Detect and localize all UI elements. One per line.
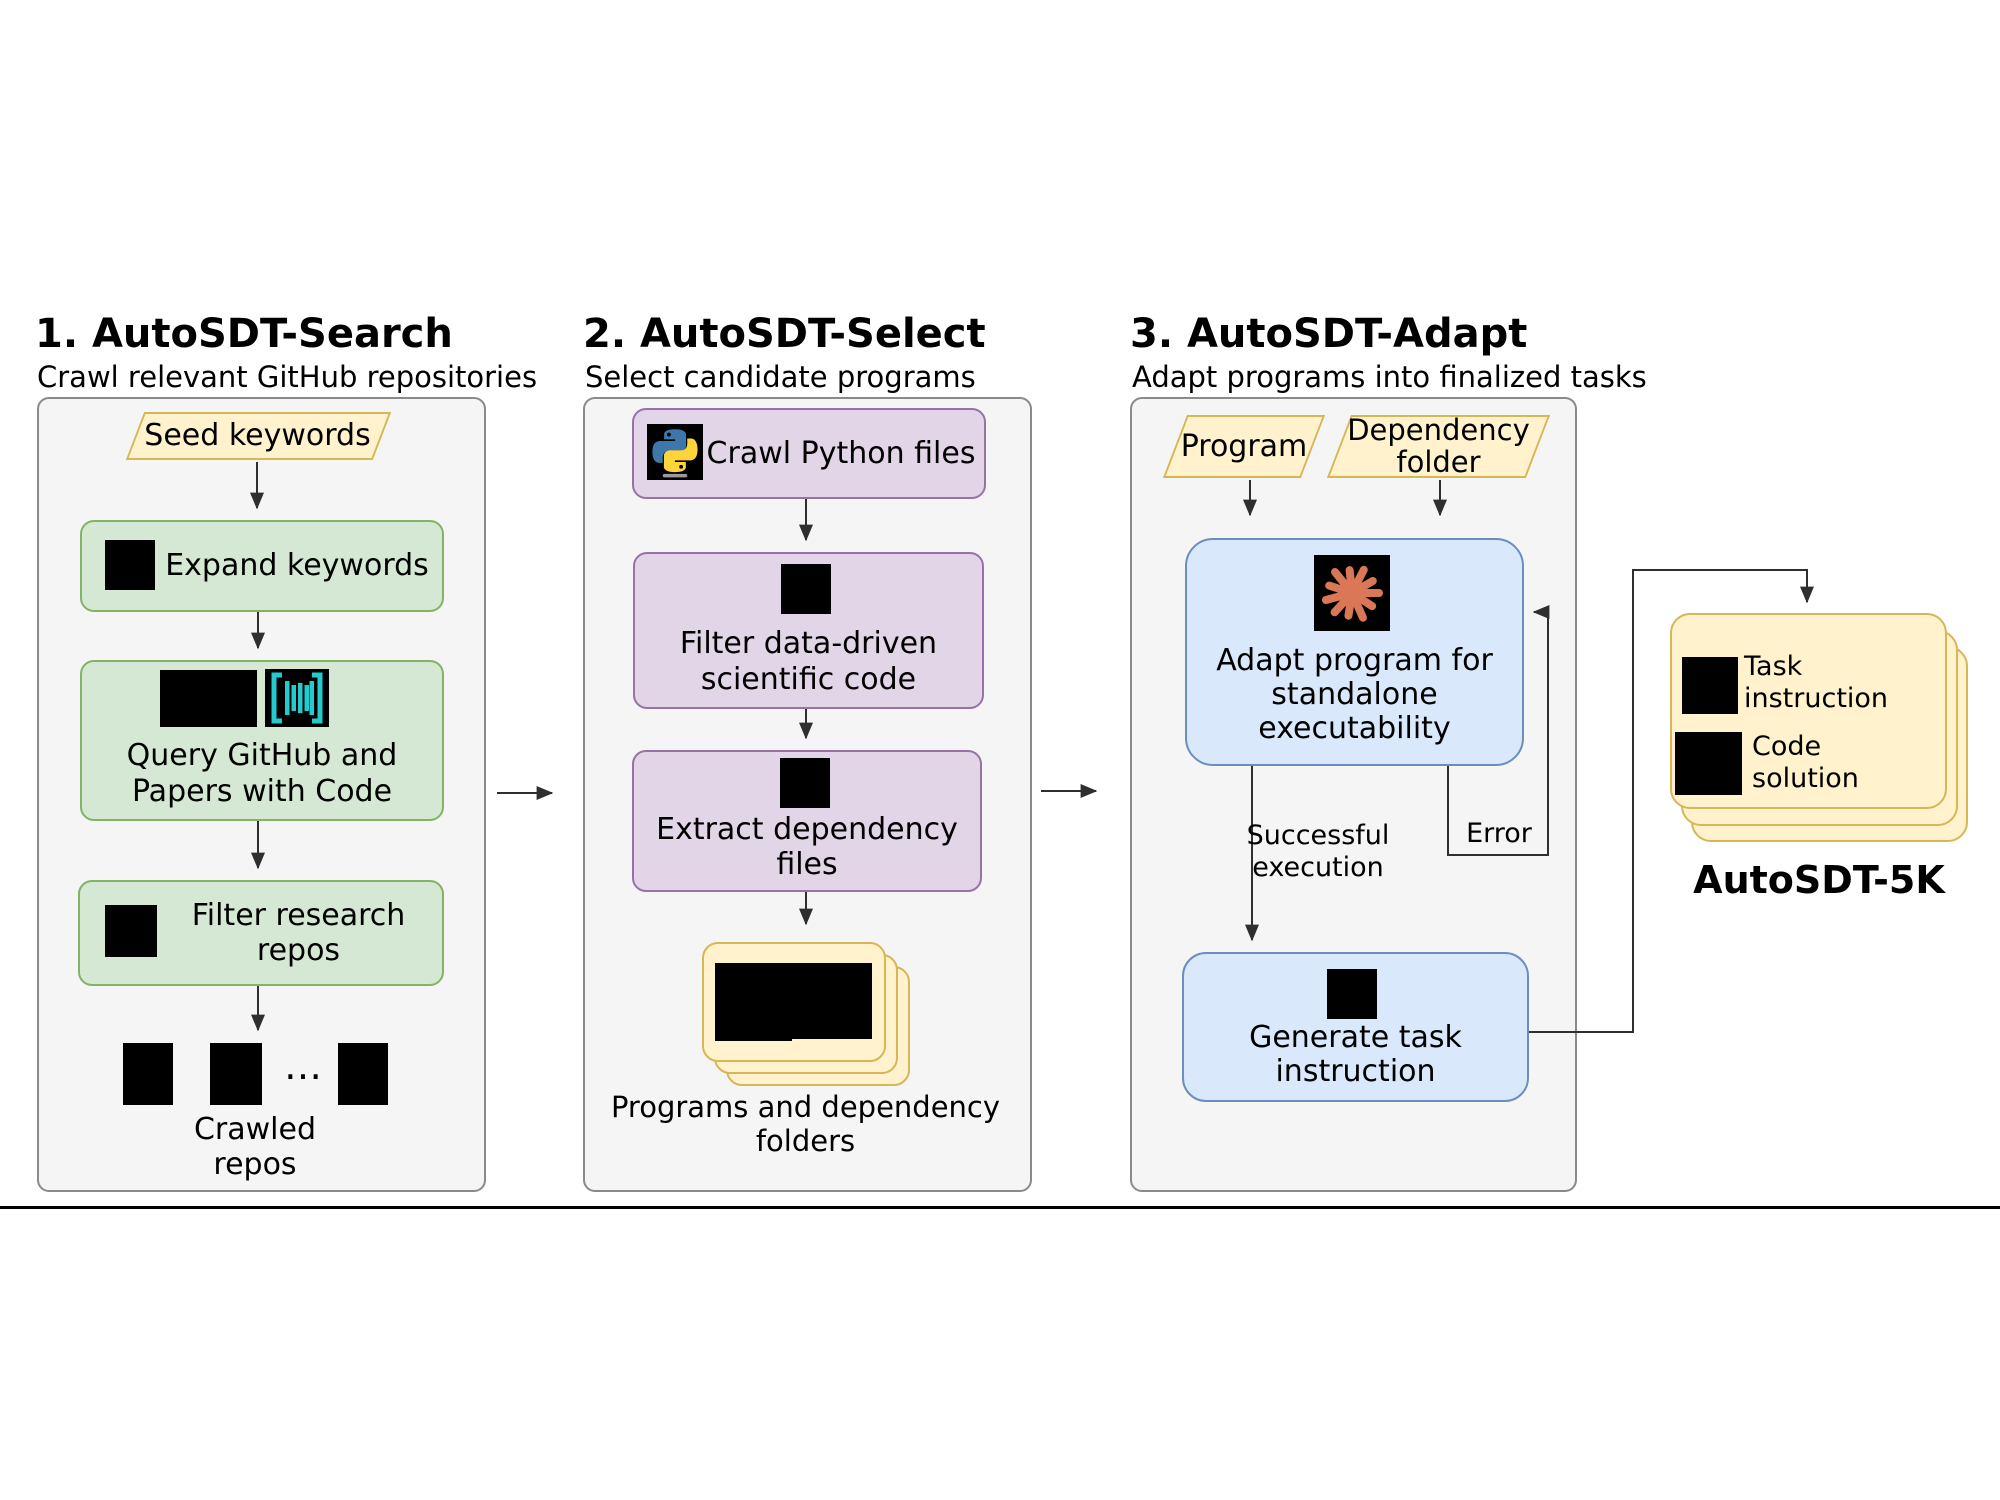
panel3-subtitle: Adapt programs into finalized tasks <box>1132 360 1647 394</box>
repo-icon <box>210 1043 262 1105</box>
generate-task-instruction-node: Generate task instruction <box>1182 952 1529 1102</box>
extract-dependency-files-label: Extract dependency files <box>656 811 958 882</box>
seed-keywords-node: Seed keywords <box>125 412 392 460</box>
repo-icon <box>123 1043 173 1105</box>
program-icon-redacted <box>715 963 792 1041</box>
ellipsis-dots: … <box>284 1043 322 1088</box>
crawl-python-files-label: Crawl Python files <box>706 435 976 471</box>
filter-research-repos-node: Filter research repos <box>78 880 444 986</box>
panel2-title: 2. AutoSDT-Select <box>583 311 986 357</box>
successful-execution-label: Successful execution <box>1246 820 1390 883</box>
autosdt5k-stack: Task instruction Code solution <box>1670 613 1970 843</box>
programs-dependency-label: Programs and dependency folders <box>610 1089 1001 1158</box>
llm-logo-redacted-icon <box>105 905 157 957</box>
generate-task-instruction-label: Generate task instruction <box>1249 1019 1462 1089</box>
expand-keywords-node: Expand keywords <box>80 520 444 612</box>
file-icon-redacted <box>780 758 830 808</box>
adapt-program-label: Adapt program for standalone executabili… <box>1216 643 1493 746</box>
panel3-title: 3. AutoSDT-Adapt <box>1130 311 1528 357</box>
claude-logo-icon <box>1314 555 1390 631</box>
program-label: Program <box>1180 428 1308 464</box>
repo-icon <box>338 1043 388 1105</box>
task-instruction-icon-redacted <box>1682 657 1738 714</box>
task-instruction-label: Task instruction <box>1744 651 1889 714</box>
filter-scientific-code-label: Filter data-driven scientific code <box>679 626 938 697</box>
panel2-subtitle: Select candidate programs <box>585 360 976 394</box>
autosdt5k-title: AutoSDT-5K <box>1693 858 1945 902</box>
github-logo-redacted-icon <box>160 670 257 727</box>
error-label: Error <box>1466 818 1532 850</box>
folder-icon-redacted <box>792 963 872 1039</box>
llm-logo-redacted-icon <box>781 564 831 614</box>
figure-bottom-rule <box>0 1206 2000 1209</box>
python-logo-icon <box>647 424 703 480</box>
llm-logo-redacted-icon <box>1327 969 1377 1019</box>
dependency-folder-input-node: Dependency folder <box>1326 413 1551 479</box>
panel1-subtitle: Crawl relevant GitHub repositories <box>37 360 538 394</box>
extract-dependency-files-node: Extract dependency files <box>632 750 982 892</box>
filter-scientific-code-node: Filter data-driven scientific code <box>633 552 984 709</box>
panel1-title: 1. AutoSDT-Search <box>35 311 453 357</box>
crawl-python-files-node: Crawl Python files <box>632 408 986 499</box>
stack-card-front <box>702 942 886 1062</box>
stack-card-front: Task instruction Code solution <box>1670 613 1947 809</box>
program-input-node: Program <box>1162 415 1326 478</box>
query-github-pwc-node: Query GitHub and Papers with Code <box>80 660 444 821</box>
expand-keywords-label: Expand keywords <box>165 548 429 584</box>
seed-keywords-label: Seed keywords <box>144 418 371 454</box>
crawled-repos-label: Crawled repos <box>193 1111 317 1182</box>
filter-research-repos-label: Filter research repos <box>191 897 406 968</box>
programs-folder-stack <box>702 942 932 1092</box>
dependency-folder-label: Dependency folder <box>1347 413 1530 479</box>
code-solution-icon-redacted <box>1675 732 1742 795</box>
llm-logo-redacted-icon <box>105 540 155 590</box>
code-solution-label: Code solution <box>1752 731 1859 794</box>
query-github-pwc-label: Query GitHub and Papers with Code <box>126 738 398 809</box>
papers-with-code-icon <box>265 669 329 727</box>
adapt-program-node: Adapt program for standalone executabili… <box>1185 538 1524 766</box>
